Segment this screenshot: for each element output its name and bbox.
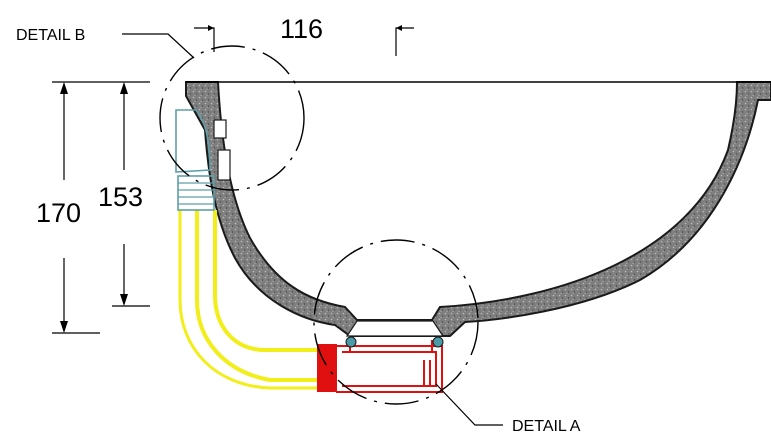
detail-b-circle	[159, 45, 305, 191]
dim-116-label: 116	[280, 14, 323, 44]
gasket-right	[432, 336, 444, 348]
detail-b-leader	[122, 33, 195, 59]
detail-a-leader	[435, 383, 503, 426]
overflow-coupling	[177, 175, 215, 211]
dim-170-label: 170	[36, 198, 81, 228]
overflow-fitting	[175, 109, 211, 173]
overflow-hose	[195, 210, 322, 382]
drain-assembly	[317, 340, 443, 393]
drain-opening	[345, 320, 445, 337]
overflow-slot-upper	[213, 119, 227, 139]
overflow-slot-lower	[217, 149, 231, 181]
dim-116-left-arrow	[194, 27, 215, 52]
drain-outlet	[317, 344, 337, 392]
detail-a-circle	[313, 239, 479, 405]
overflow-hose-inner	[178, 210, 320, 390]
gasket-left	[345, 336, 357, 348]
dim-153-label: 153	[98, 182, 143, 212]
basin-shell	[185, 81, 771, 337]
dim-116-right-arrow	[395, 27, 414, 56]
detail-a-label: DETAIL A	[512, 418, 581, 435]
detail-b-label: DETAIL B	[16, 27, 85, 44]
